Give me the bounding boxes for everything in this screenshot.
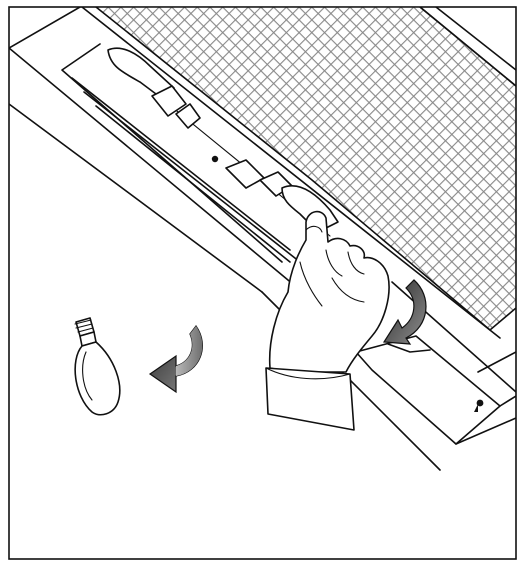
- channel-screw: [212, 156, 218, 162]
